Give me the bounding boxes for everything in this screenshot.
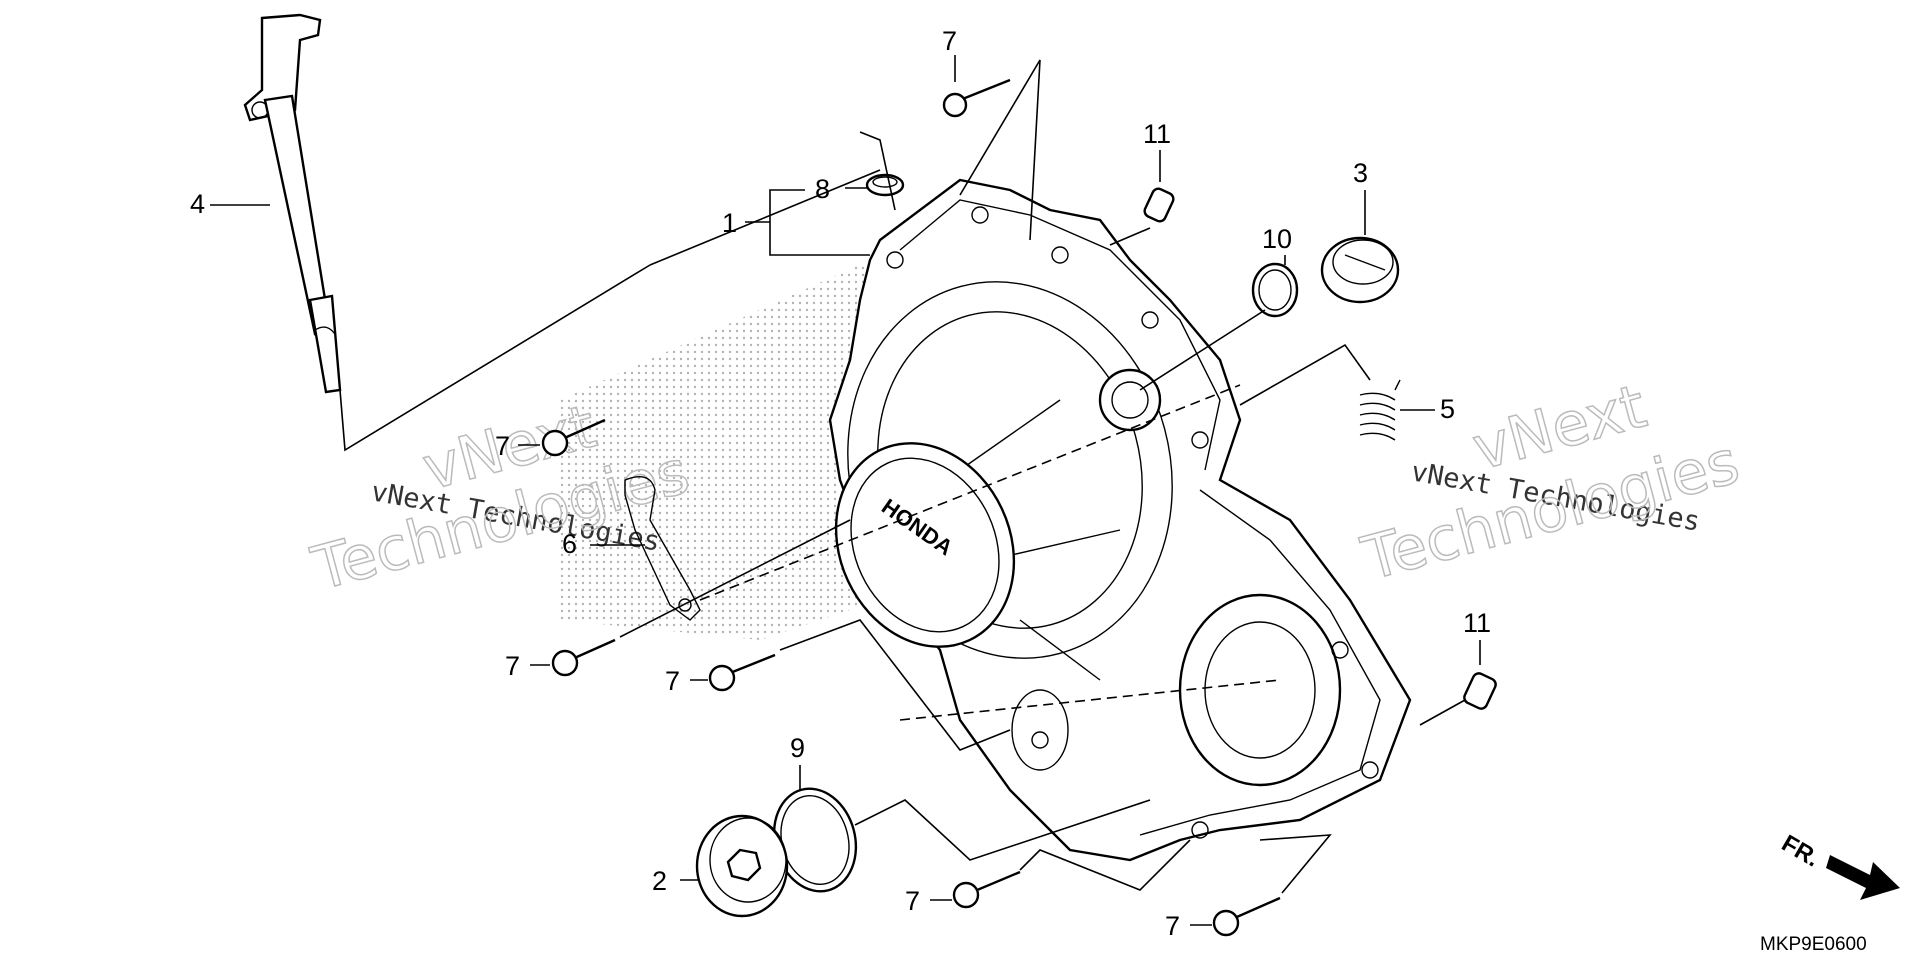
callout-11-top: 11 bbox=[1143, 119, 1171, 149]
bolt-bottom-right bbox=[1212, 896, 1281, 937]
callout-7-bottom-center: 7 bbox=[905, 886, 920, 916]
part-8-oil-seal bbox=[865, 173, 905, 197]
callout-1: 1 bbox=[722, 208, 737, 238]
callout-9: 9 bbox=[790, 733, 805, 763]
bolt-bottom-center bbox=[952, 870, 1021, 909]
callout-8: 8 bbox=[815, 174, 830, 204]
part-4-shaft bbox=[243, 13, 342, 394]
callout-11-right: 11 bbox=[1463, 608, 1491, 638]
part-3-filler-cap bbox=[1320, 236, 1400, 304]
bolt-left-upper bbox=[541, 418, 606, 457]
leader-lines bbox=[210, 55, 1481, 926]
callout-7-top: 7 bbox=[942, 26, 957, 56]
callout-7-bottom-right: 7 bbox=[1165, 911, 1180, 941]
part-11-dowel-right bbox=[1463, 672, 1497, 710]
part-6-bracket bbox=[624, 476, 701, 621]
callout-7-left-lower: 7 bbox=[505, 651, 520, 681]
bolt-center-lower bbox=[708, 653, 776, 692]
cover-emblem: HONDA bbox=[834, 442, 1016, 648]
part-2-plug-cap bbox=[695, 814, 789, 918]
direction-label: FR. bbox=[1777, 830, 1824, 873]
part-5-spring bbox=[1359, 379, 1401, 441]
callout-6: 6 bbox=[562, 529, 577, 559]
callout-7-center-lower: 7 bbox=[665, 666, 680, 696]
callout-5: 5 bbox=[1440, 394, 1455, 424]
bolt-left-lower bbox=[551, 638, 616, 677]
callout-2: 2 bbox=[652, 866, 667, 896]
callout-3: 3 bbox=[1353, 158, 1368, 188]
part-10-o-ring bbox=[1251, 262, 1299, 318]
part-1-clutch-cover bbox=[828, 178, 1412, 862]
diagram-code: MKP9E0600 bbox=[1760, 934, 1867, 955]
direction-indicator: FR. bbox=[1777, 830, 1900, 900]
callout-10: 10 bbox=[1262, 224, 1292, 254]
callout-7-left-upper: 7 bbox=[495, 431, 510, 461]
bolt-top bbox=[942, 78, 1011, 118]
callout-4: 4 bbox=[190, 189, 205, 219]
direction-arrow-icon bbox=[1826, 855, 1900, 900]
part-11-dowel-top bbox=[1143, 187, 1175, 223]
